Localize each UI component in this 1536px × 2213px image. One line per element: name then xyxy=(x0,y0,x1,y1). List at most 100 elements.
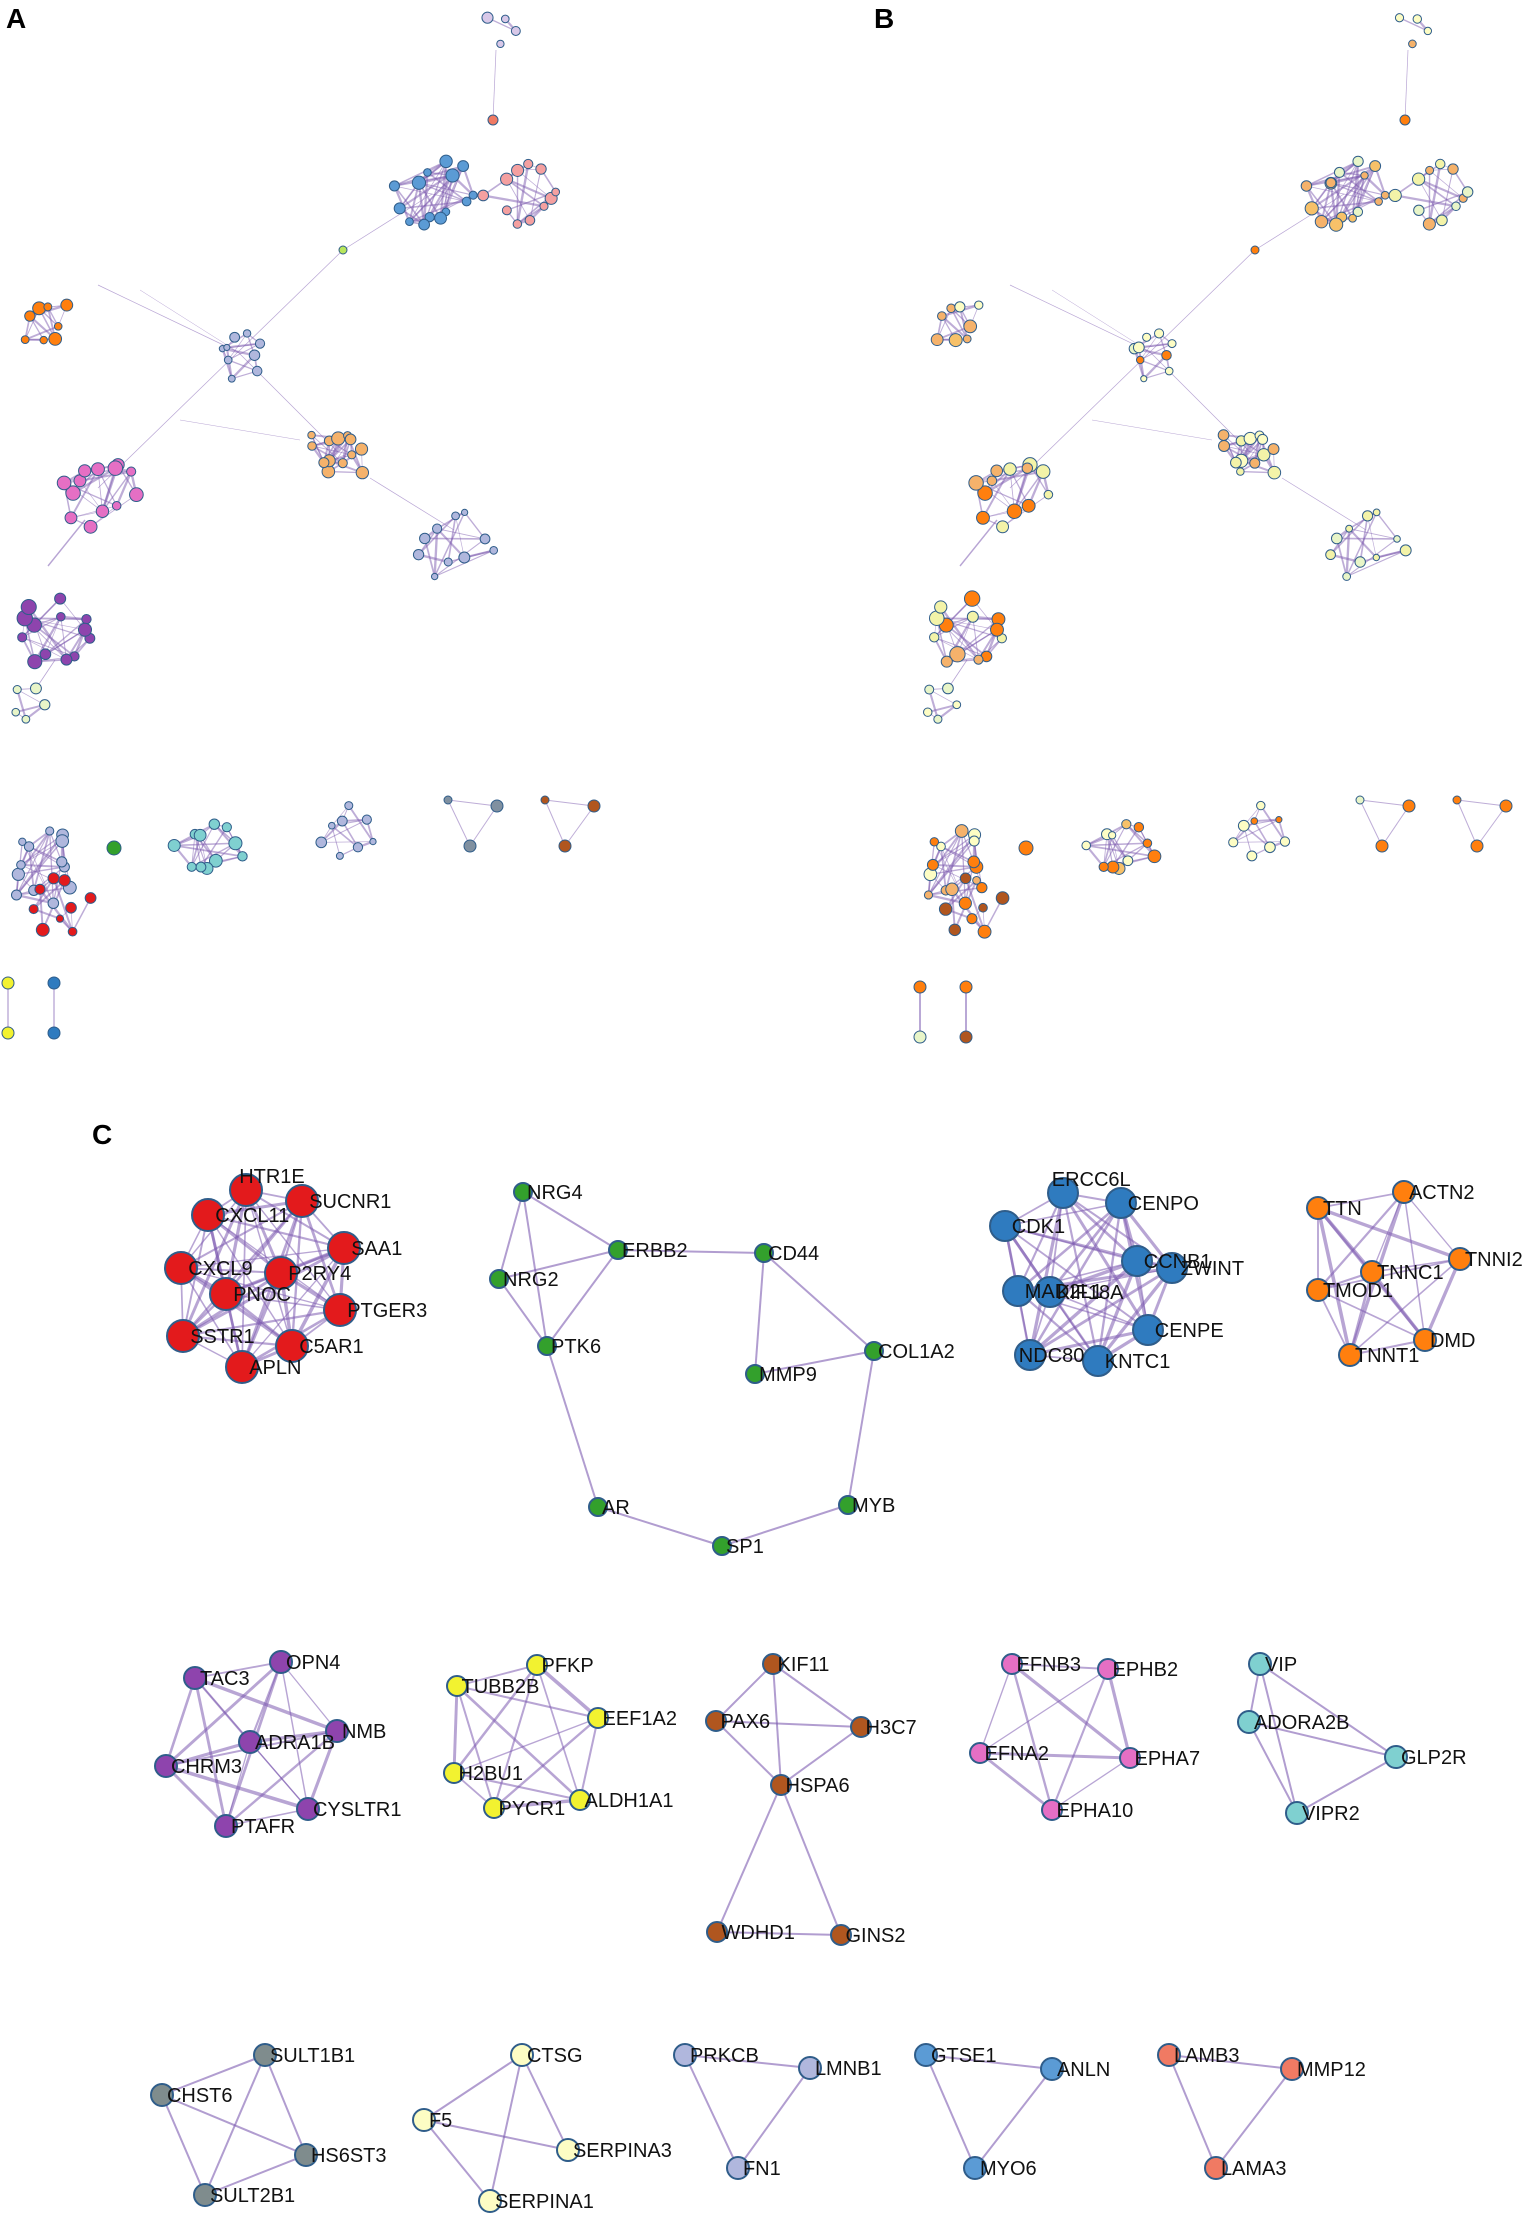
network-edge xyxy=(456,1685,581,1801)
gene-label-serpina3: SERPINA3 xyxy=(573,2140,672,2162)
panel-a-node xyxy=(23,841,35,852)
gene-node-cysltr1 xyxy=(296,1797,320,1821)
network-edge xyxy=(1106,1668,1132,1759)
panel-a-node xyxy=(242,329,252,338)
gene-node-efnb3 xyxy=(1001,1653,1023,1675)
network-edge xyxy=(191,834,196,867)
panel-a-node xyxy=(418,218,431,231)
gene-label-apln: APLN xyxy=(249,1357,301,1379)
gene-label-cd44: CD44 xyxy=(768,1243,819,1265)
gene-node-nrg2 xyxy=(489,1269,509,1289)
network-edge xyxy=(1418,178,1464,200)
panel-a-node xyxy=(388,180,400,192)
network-edge xyxy=(213,823,244,857)
gene-label-mmp12: MMP12 xyxy=(1297,2059,1366,2081)
network-edge xyxy=(763,1252,875,1352)
panel-b-node xyxy=(1154,328,1165,339)
panel-a-node xyxy=(111,500,122,511)
network-edge xyxy=(1086,842,1148,847)
gene-label-fn1: FN1 xyxy=(743,2158,781,2180)
panel-b-node xyxy=(1402,799,1416,813)
panel-a-node xyxy=(412,549,425,561)
network-edge xyxy=(1011,1663,1109,1670)
panel-b-node xyxy=(1345,524,1354,533)
network-edge xyxy=(521,2054,569,2151)
panel-b-node xyxy=(1275,816,1283,824)
panel-a-node xyxy=(523,158,534,170)
gene-label-gins2: GINS2 xyxy=(846,1925,906,1947)
network-edge xyxy=(409,175,453,222)
network-edge xyxy=(1456,799,1507,807)
panel-a-node xyxy=(461,196,472,207)
network-edge xyxy=(1317,1191,1405,1291)
panel-a-node xyxy=(91,462,105,477)
panel-b-node xyxy=(1425,165,1435,175)
panel-a-node xyxy=(186,861,197,872)
gene-label-ttn: TTN xyxy=(1323,1198,1362,1220)
gene-node-ptafr xyxy=(214,1814,238,1838)
gene-label-vipr2: VIPR2 xyxy=(1302,1803,1360,1825)
panel-a-node xyxy=(221,822,232,833)
network-edge xyxy=(180,1267,341,1311)
network-edge xyxy=(780,1726,862,1786)
panel-b-node xyxy=(986,475,998,487)
panel-a-node xyxy=(540,795,550,805)
panel-a-node xyxy=(29,682,42,695)
network-edge xyxy=(1259,1663,1397,1758)
network-edge xyxy=(930,866,977,875)
panel-a-node xyxy=(48,332,63,346)
gene-node-pycr1 xyxy=(483,1797,505,1819)
gene-node-ephb2 xyxy=(1097,1658,1119,1680)
network-edge xyxy=(939,606,980,661)
panel-b-node xyxy=(1411,172,1426,186)
gene-node-f5 xyxy=(412,2108,436,2132)
gene-label-cenpe: CENPE xyxy=(1155,1320,1224,1342)
network-edge xyxy=(716,1931,842,1936)
network-edge xyxy=(165,1740,251,1768)
network-edge xyxy=(264,2054,307,2156)
panel-a-node xyxy=(248,349,261,361)
panel-a-node xyxy=(83,519,98,534)
gene-node-htr1e xyxy=(229,1173,263,1207)
panel-a-node xyxy=(223,355,233,365)
network-edge xyxy=(498,1191,524,1280)
gene-label-ar: AR xyxy=(602,1497,630,1519)
network-edge xyxy=(715,1720,862,1728)
gene-label-kif11: KIF11 xyxy=(778,1654,830,1676)
network-edge xyxy=(245,1189,341,1311)
gene-node-lama3 xyxy=(1204,2156,1228,2180)
panel-a-node xyxy=(551,187,561,197)
gene-node-kif11 xyxy=(762,1653,784,1675)
network-edge xyxy=(249,1729,338,1744)
gene-node-myo6 xyxy=(963,2156,987,2180)
gene-node-cdk1 xyxy=(989,1210,1021,1242)
network-edge xyxy=(241,1189,247,1368)
panel-a-node xyxy=(106,840,122,856)
gene-node-tmod1 xyxy=(1306,1278,1330,1302)
panel-a-node xyxy=(479,533,491,545)
gene-label-tnnt1: TNNT1 xyxy=(1355,1345,1419,1367)
panel-a-node xyxy=(27,654,43,670)
network-edge xyxy=(498,1278,548,1347)
panel-b-node xyxy=(1108,831,1117,840)
panel-b-node xyxy=(1256,800,1266,811)
panel-b-node xyxy=(996,520,1010,534)
gene-label-nrg4: NRG4 xyxy=(527,1182,583,1204)
network-edge xyxy=(161,2094,307,2156)
network-edge xyxy=(974,2068,1053,2169)
gene-node-h2bu1 xyxy=(443,1762,465,1784)
panel-b-node xyxy=(1434,158,1446,170)
gene-node-nmb xyxy=(325,1719,349,1743)
panel-a-node xyxy=(251,365,263,377)
network-edge xyxy=(194,1661,282,1679)
panel-a-node xyxy=(229,331,241,343)
panel-a-node xyxy=(39,335,48,345)
network-edge xyxy=(225,1741,251,1827)
panel-b-node xyxy=(1393,535,1401,543)
network-edge xyxy=(469,805,498,847)
network-edge xyxy=(1360,549,1406,563)
panel-b-node xyxy=(1021,498,1036,513)
panel-a-node xyxy=(11,707,21,717)
panel-a-node xyxy=(77,622,93,637)
panel-a-node xyxy=(20,335,30,345)
